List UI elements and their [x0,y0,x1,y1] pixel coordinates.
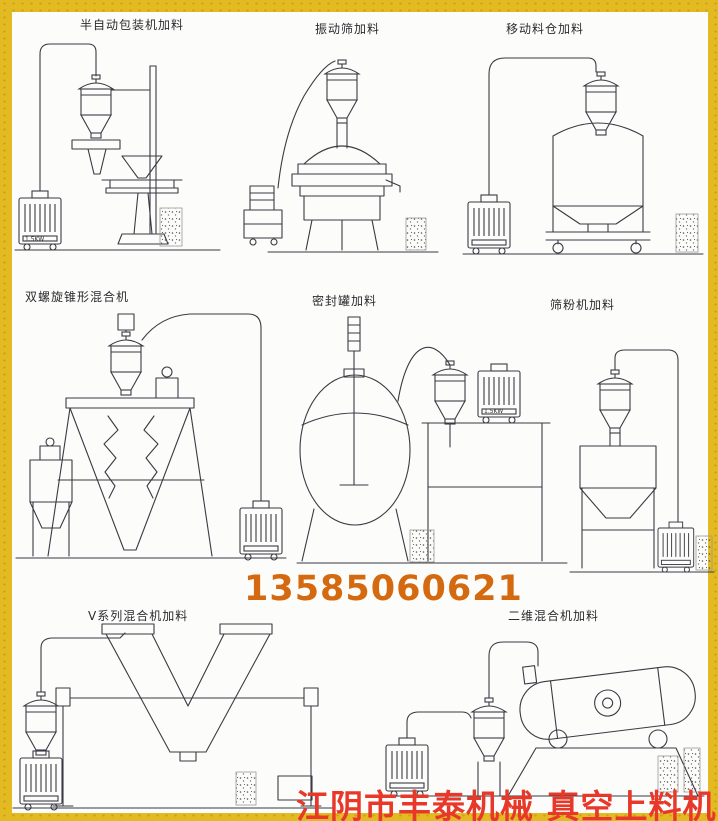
conveying-pipe [141,313,262,502]
diagram-label-semi-auto-packaging: 半自动包装机加料 [80,18,185,32]
paper-background [12,12,708,813]
conveying-pipe [40,632,126,693]
texture-pad [657,755,679,793]
texture-pad [675,213,699,253]
diagram-label-sealed-tank: 密封罐加料 [312,294,378,308]
sealed-tank-diagram: 1.5KW [296,316,568,564]
cyclone-feeder [432,360,468,425]
diagram-label-two-d-mixer: 二维混合机加料 [508,609,600,623]
semi-auto-packaging-diagram: 1.5KW [14,43,221,251]
texture-pad [683,747,701,793]
diagram-label-double-screw-conical-mixer: 双螺旋锥形混合机 [25,290,130,304]
vacuum-feeder [597,369,633,434]
vacuum-hose [277,60,336,189]
vacuum-pump-unit [239,500,283,561]
diagram-label-v-mixer: V系列混合机加料 [88,609,189,623]
vacuum-feeder [23,691,59,756]
texture-pad [409,529,435,563]
conveying-pipe [488,57,597,196]
powder-sieving-diagram [569,349,715,573]
conveying-pipe [488,641,539,699]
conveying-pipe [39,43,97,192]
vibrating-sieve-diagram [243,59,439,253]
conveying-pipe [397,346,451,402]
vacuum-pump-unit [19,750,63,811]
two-d-mixer-diagram [372,641,705,798]
double-screw-conical-mixer-diagram [15,313,287,561]
texture-pad [159,207,183,247]
diagram-label-vibrating-sieve: 振动筛加料 [315,22,381,36]
vacuum-feeder [583,71,619,136]
power-rating-label: 1.5KW [484,408,503,415]
vacuum-pump-unit [467,194,511,255]
vacuum-feeder [78,74,114,139]
power-rating-label: 1.5KW [25,236,44,243]
texture-pad [695,535,713,571]
vacuum-feeder [324,59,360,124]
vacuum-hose [406,711,472,739]
phone-number: 13585060621 [244,569,523,609]
mobile-silo-diagram [462,57,704,255]
conveying-pipe [614,349,679,523]
texture-pad [405,217,427,251]
texture-pad [235,771,257,806]
diagram-label-powder-sieving: 筛粉机加料 [550,298,616,312]
vacuum-pump-unit [657,521,695,573]
vacuum-feeder [471,697,507,762]
vacuum-feeder [108,331,144,396]
diagram-label-mobile-silo: 移动料仓加料 [506,22,585,36]
v-mixer-diagram [12,623,334,811]
company-watermark: 江阴市丰泰机械 真空上料机 [296,787,717,821]
